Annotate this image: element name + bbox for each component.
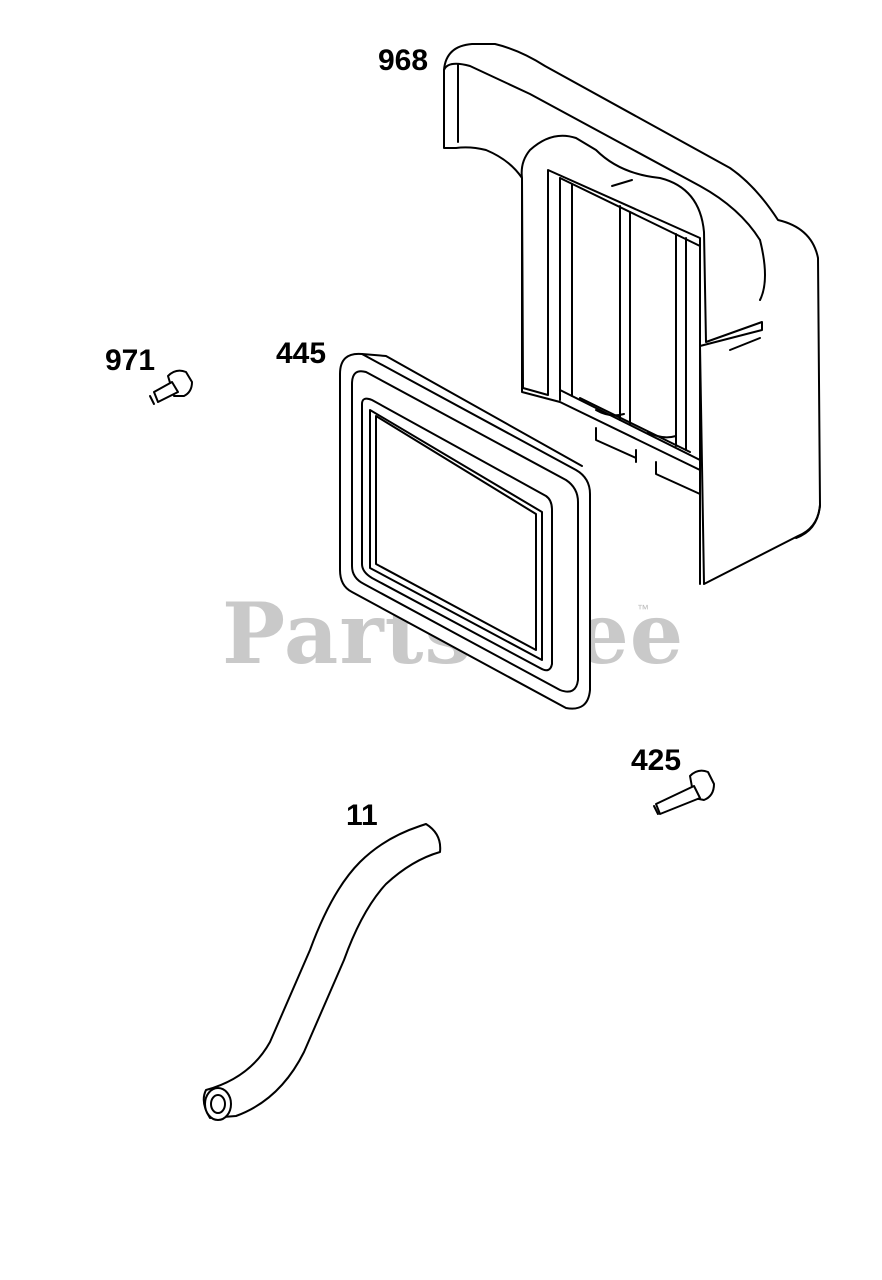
callout-445[interactable]: 445 (276, 337, 327, 370)
part-968-shroud[interactable] (443, 43, 821, 585)
callout-11[interactable]: 11 (346, 799, 378, 832)
part-425-bolt[interactable] (653, 769, 715, 815)
callout-425[interactable]: 425 (631, 744, 682, 777)
part-11-hose[interactable] (202, 823, 442, 1121)
part-445-air-filter[interactable] (339, 352, 591, 710)
watermark-trademark: ™ (637, 602, 649, 616)
callout-968[interactable]: 968 (378, 44, 429, 77)
callout-971[interactable]: 971 (105, 344, 156, 377)
part-971-screw[interactable] (149, 369, 193, 405)
